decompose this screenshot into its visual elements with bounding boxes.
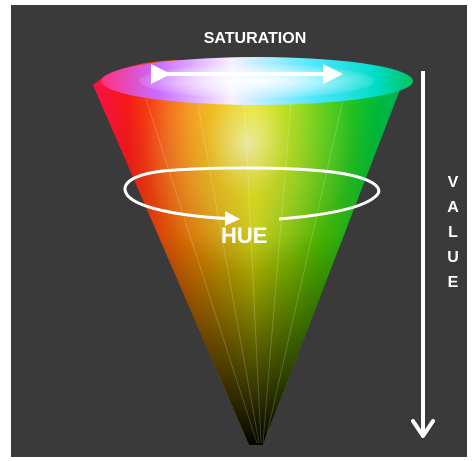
value-letter-e: E [448, 274, 459, 291]
value-label: V A L U E [447, 174, 459, 291]
value-letter-v: V [448, 174, 459, 191]
value-letter-l: L [448, 224, 458, 241]
value-shading [93, 59, 401, 446]
cone-top-surface [101, 57, 413, 105]
top-white-center [139, 64, 375, 98]
value-letter-a: A [447, 199, 459, 216]
hue-label: HUE [221, 223, 267, 248]
cone-segment-lines [142, 72, 346, 444]
cone-body [93, 59, 401, 446]
hue-ring-arrow [123, 166, 381, 227]
value-letter-u: U [447, 249, 459, 266]
saturation-label: SATURATION [204, 30, 307, 47]
value-arrow [411, 71, 435, 438]
hsv-cone-panel: SATURATION HUE V A L U E [11, 5, 467, 457]
hsv-cone-diagram: SATURATION HUE V A L U E [93, 30, 459, 446]
